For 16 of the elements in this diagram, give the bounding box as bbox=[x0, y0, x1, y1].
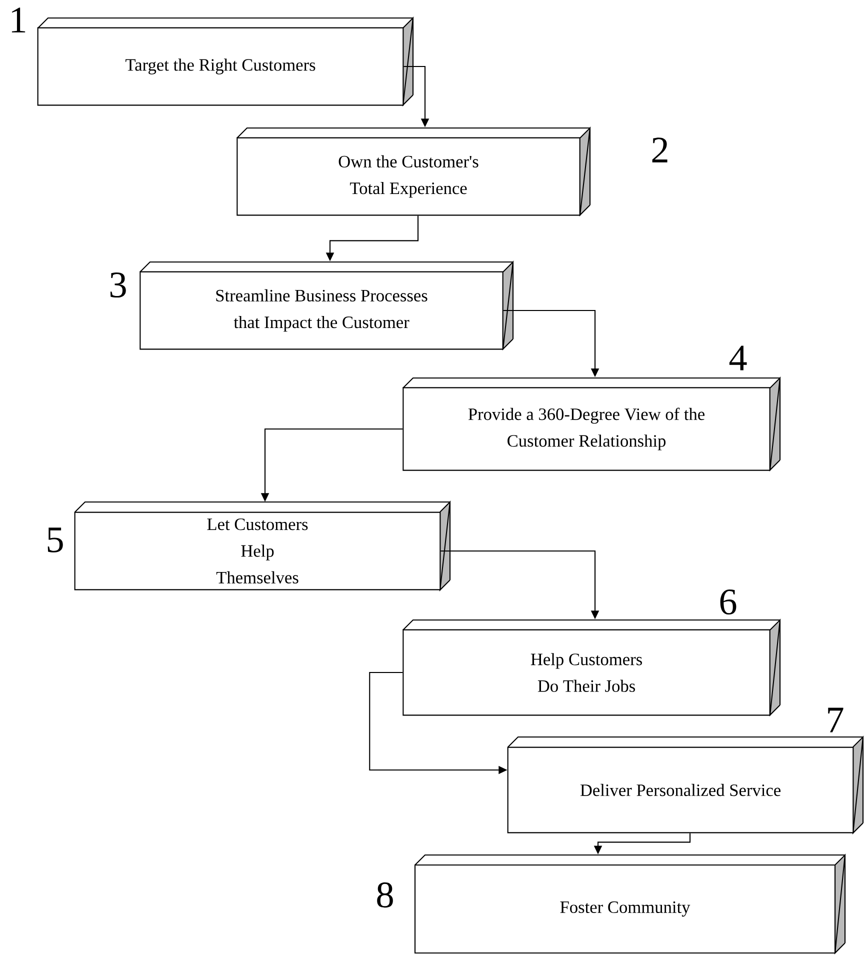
process-box: Streamline Business Processes that Impact the Customer bbox=[139, 260, 514, 350]
step-number: 5 bbox=[48, 528, 63, 552]
step-number: 1 bbox=[12, 8, 26, 32]
step-number: 2 bbox=[652, 138, 668, 162]
process-box: Help Customers Do Their Jobs bbox=[402, 618, 781, 716]
process-box: Let Customers Help Themselves bbox=[74, 500, 451, 592]
step-number: 6 bbox=[720, 589, 736, 615]
step-number: 4 bbox=[729, 346, 747, 370]
process-box: Foster Community bbox=[414, 854, 846, 954]
process-box: Deliver Personalized Service bbox=[507, 736, 864, 834]
step-number: 8 bbox=[377, 882, 393, 908]
step-number: 7 bbox=[828, 708, 844, 732]
process-box: Own the Customer's Total Experience bbox=[236, 126, 591, 216]
process-box: Target the Right Customers bbox=[37, 16, 414, 106]
step-number: 3 bbox=[110, 272, 126, 298]
process-box: Provide a 360-Degree View of the Customer Relationship bbox=[402, 376, 781, 472]
